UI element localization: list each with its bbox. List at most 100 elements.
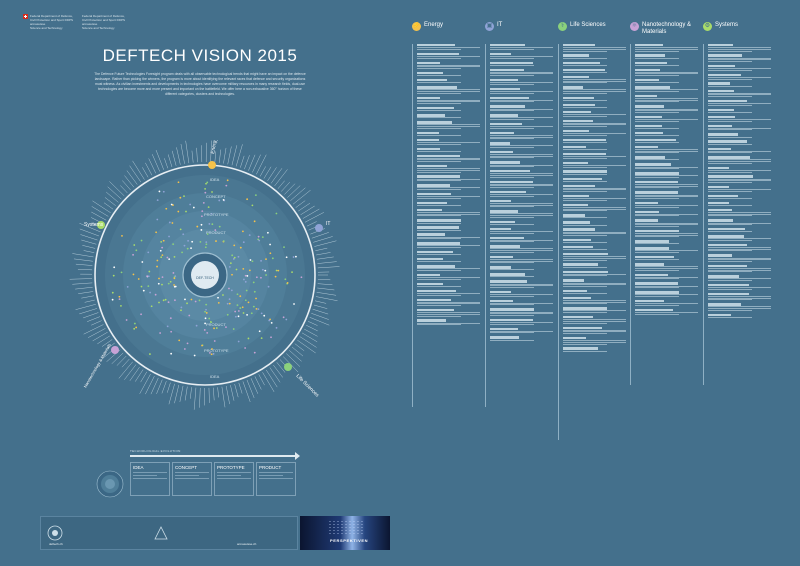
list-item <box>490 191 553 197</box>
list-item <box>490 290 553 297</box>
radar-dot <box>269 252 272 255</box>
radar-dot <box>251 204 254 207</box>
list-item <box>635 308 698 315</box>
list-item <box>417 184 480 191</box>
radar-dot <box>205 312 208 314</box>
radar-dot <box>210 321 213 324</box>
radar-dot <box>194 300 197 303</box>
radar-label-tick <box>317 261 337 264</box>
radar-dot <box>206 233 209 235</box>
list-item <box>490 150 553 159</box>
radar-label-tick <box>79 223 101 233</box>
radar-label-tick <box>83 324 104 335</box>
radar-dot <box>170 330 173 333</box>
list-item <box>708 156 771 164</box>
radar-label-tick <box>155 149 164 170</box>
list-item <box>417 242 480 248</box>
dna-icon: ⚕ <box>558 22 567 31</box>
radar-dot <box>267 285 270 288</box>
list-item <box>417 131 480 136</box>
list-item <box>490 131 553 140</box>
radar-label-tick <box>118 361 133 379</box>
list-item <box>635 210 698 217</box>
list-item <box>708 235 771 241</box>
evolution-label: TECHNOLOGICAL EVOLUTION <box>130 449 181 453</box>
radar-label-tick <box>148 158 157 174</box>
sector-nanotech-icon <box>111 346 119 354</box>
radar-label-tick <box>80 234 98 241</box>
radar-dot <box>244 347 247 349</box>
radar-label-tick <box>132 160 145 180</box>
list-item <box>708 89 771 97</box>
radar-label-tick <box>218 149 222 163</box>
radar-label-tick <box>248 154 256 171</box>
radar-label-tick <box>142 167 149 178</box>
list-item <box>635 61 698 66</box>
list-item <box>417 319 480 326</box>
footer-url-left[interactable]: deftech.ch <box>49 542 63 546</box>
atom-icon: ⚛ <box>630 22 639 31</box>
list-item <box>635 86 698 92</box>
radar-label-tick <box>196 147 198 163</box>
footer-url-right[interactable]: armasuisse.ch <box>237 542 257 546</box>
radar-dot <box>282 316 285 319</box>
list-item <box>635 299 698 306</box>
list-item <box>490 114 553 120</box>
radar-dot <box>120 304 122 307</box>
list-item <box>490 122 553 129</box>
list-item <box>708 108 771 113</box>
radar-dot <box>164 298 167 301</box>
sector-life-sciences-icon <box>284 363 292 371</box>
ring-label-product-bottom: PRODUCT <box>206 322 226 327</box>
gear-icon: ⚙ <box>703 22 712 31</box>
category-name: Energy <box>424 22 444 28</box>
list-item <box>417 44 480 50</box>
list-item <box>417 79 480 84</box>
radar-dot <box>285 256 288 259</box>
radar-dot <box>154 293 157 296</box>
radar-dot <box>246 198 249 201</box>
radar-dot <box>254 194 257 197</box>
radar-dot <box>222 294 224 296</box>
radar-dot <box>180 309 182 312</box>
radar-dot <box>149 353 151 355</box>
list-item <box>635 124 698 129</box>
radar-dot <box>215 327 218 329</box>
radar-dot <box>218 225 221 228</box>
category-item-list <box>485 44 553 407</box>
radar-label-tick <box>129 366 140 381</box>
radar-dot <box>173 277 176 280</box>
radar-dot <box>217 296 219 299</box>
list-item <box>417 96 480 105</box>
radar-dot <box>228 287 230 290</box>
radar-label-tick <box>210 140 212 163</box>
category-item-list <box>558 44 626 440</box>
list-item <box>563 119 626 127</box>
list-item <box>708 54 771 62</box>
radar-dot <box>171 222 174 224</box>
radar-dot <box>201 344 203 347</box>
radar-dot <box>186 342 189 345</box>
radar-label-tick <box>91 320 102 326</box>
radar-dot <box>244 274 247 277</box>
radar-label-tick <box>81 295 94 299</box>
radar-dot <box>155 231 158 234</box>
list-item <box>417 258 480 263</box>
list-item <box>417 107 480 112</box>
radar-label-tick <box>121 358 130 368</box>
list-item <box>563 263 626 268</box>
radar-label-tick <box>242 381 251 403</box>
radar-dot <box>226 179 229 182</box>
list-item <box>635 180 698 189</box>
radar-label-tick <box>79 308 98 315</box>
radar-dot <box>251 260 254 263</box>
radar-dot <box>252 281 255 284</box>
radar-dot <box>118 298 121 301</box>
radar-dot <box>211 348 213 350</box>
list-item <box>490 299 553 306</box>
radar-dot <box>235 268 238 271</box>
radar-dot <box>237 315 240 318</box>
radar-dot <box>286 282 289 284</box>
radar-label-tick <box>295 200 306 208</box>
radar-dot <box>168 258 171 260</box>
